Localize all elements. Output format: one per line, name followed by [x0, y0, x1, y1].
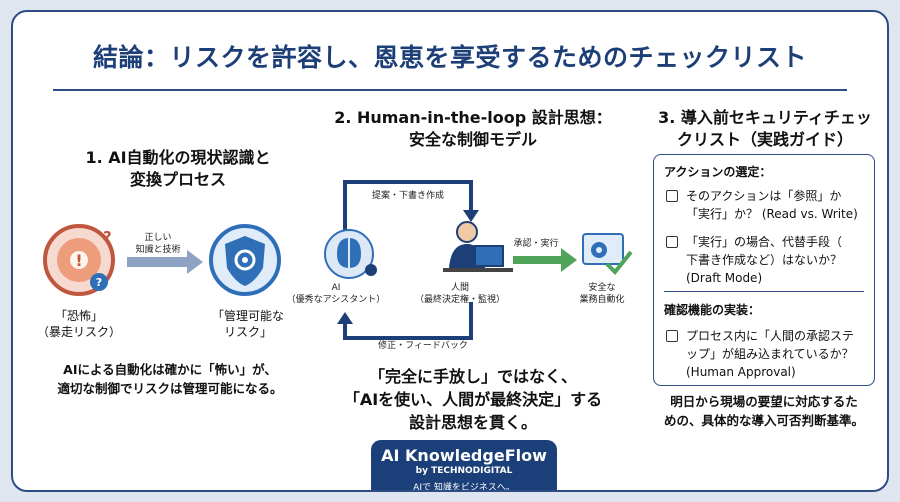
approve-arrow-label: 承認・実行: [513, 239, 559, 249]
title-divider: [53, 89, 847, 91]
brand-name: AI KnowledgeFlow: [381, 446, 547, 465]
checklist-panel: アクションの選定： そのアクションは「参照」か 「実行」か？ (Read vs.…: [653, 154, 875, 386]
fear-to-risk-diagram: ! ? ?: [43, 224, 281, 296]
ai-brain-icon: [324, 229, 377, 279]
proposal-arrow-label: 提案・下書き作成: [371, 191, 444, 201]
checkbox[interactable]: [666, 330, 678, 342]
human-in-the-loop-diagram: [324, 180, 633, 340]
ai-label: AI （優秀なアシスタント）: [286, 283, 386, 305]
checkbox[interactable]: [666, 236, 678, 248]
bottom-loop-arrow: [337, 302, 473, 340]
checkbox[interactable]: [666, 190, 678, 202]
manageable-risk-label: 「管理可能な リスク」: [211, 309, 284, 339]
top-loop-arrow: [343, 180, 479, 230]
safe-automation-icon: [582, 233, 633, 275]
section2-summary: 「完全に手放し」ではなく、 「AIを使い、人間が最終決定」する 設計思想を貫く。: [343, 367, 603, 432]
fear-label: 「恐怖」 （暴走リスク）: [36, 309, 121, 339]
human-label: 人間 （最終決定権・監視）: [414, 283, 505, 305]
checklist-divider: [664, 291, 864, 292]
feedback-arrow-label: 修正・フィードバック: [378, 341, 468, 351]
section2-title: 2. Human-in-the-loop 設計思想： 安全な制御モデル: [334, 108, 612, 149]
checklist-category-action: アクションの選定：: [664, 165, 772, 179]
page-title: 結論：リスクを許容し、恩恵を享受するためのチェックリスト: [92, 43, 807, 72]
transform-arrow: [127, 250, 203, 274]
transform-arrow-label: 正しい 知識と技術: [135, 233, 181, 255]
svg-text:!: !: [75, 251, 82, 270]
section1-summary: AIによる自動化は確かに「怖い」が、 適切な制御でリスクは管理可能になる。: [57, 362, 283, 396]
section1-title: 1. AI自動化の現状認識と 変換プロセス: [85, 148, 271, 189]
fear-gear-icon: ! ? ?: [43, 224, 115, 296]
approve-arrow: [513, 248, 577, 272]
section3-summary: 明日から現場の要望に対応するた めの、具体的な導入可否判断基準。: [663, 394, 864, 428]
slide-card: 結論：リスクを許容し、恩恵を享受するためのチェックリスト 1. AI自動化の現状…: [11, 10, 889, 492]
human-at-desk-icon: [443, 221, 513, 272]
brand-tagline: AIで 知識をビジネスへ。: [413, 483, 515, 492]
brand-footer: AI KnowledgeFlow by TECHNODIGITAL AIで 知識…: [371, 440, 557, 492]
section3-title: 3. 導入前セキュリティチェッ クリスト（実践ガイド）: [658, 108, 872, 149]
brand-by: by TECHNODIGITAL: [415, 466, 513, 476]
svg-text:?: ?: [103, 228, 112, 246]
svg-text:?: ?: [96, 276, 102, 289]
safe-automation-label: 安全な 業務自動化: [579, 283, 625, 305]
shield-gear-icon: [209, 224, 281, 296]
checklist-category-approval: 確認機能の実装：: [664, 303, 761, 317]
